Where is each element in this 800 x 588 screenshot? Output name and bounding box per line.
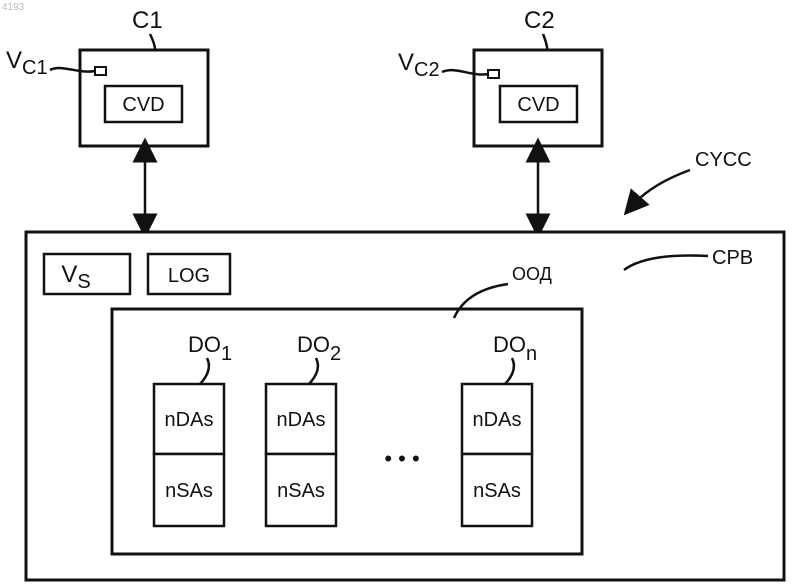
client-c2-cvd-label: CVD	[517, 94, 559, 116]
client-c1-cvd-label: CVD	[122, 94, 164, 116]
data-object-n-sas-label: nSAs	[473, 480, 521, 502]
system-label: CYCC	[695, 149, 752, 171]
server-version-main: V	[61, 261, 77, 288]
log-label: LOG	[168, 265, 210, 287]
object-store-label: ООД	[512, 264, 552, 284]
client-c2-version-icon	[488, 70, 499, 78]
data-object-n-das-label: nDAs	[473, 409, 522, 431]
data-object-2-sas-label: nSAs	[277, 480, 325, 502]
client-c1-version-sub: C1	[22, 57, 48, 79]
client-c1-version-icon	[95, 67, 106, 75]
client-c1-version-label: VC1	[6, 47, 48, 79]
client-c1-label: C1	[132, 7, 163, 34]
client-c2-label: C2	[524, 7, 555, 34]
data-object-1-sas-label: nSAs	[165, 480, 213, 502]
server-box-group: CPB VS LOG ООД DO1 nDAs nSAs DO2	[26, 232, 784, 580]
client-c2-version-sub: C2	[414, 59, 440, 81]
data-object-1-main: DO	[188, 332, 221, 357]
data-object-1-das-label: nDAs	[165, 409, 214, 431]
server-version-sub: S	[77, 271, 90, 293]
client-c1: C1 CVD VC1	[6, 7, 208, 146]
watermark-text: 4193	[2, 2, 25, 13]
server-label: CPB	[712, 247, 753, 269]
data-object-n-sub: n	[526, 343, 537, 365]
data-object-2-das-label: nDAs	[277, 409, 326, 431]
client-c1-version-main: V	[6, 47, 22, 74]
data-object-2-sub: 2	[330, 343, 341, 365]
data-object-2-main: DO	[297, 332, 330, 357]
system-label-arrow	[632, 170, 690, 206]
data-object-n-main: DO	[493, 332, 526, 357]
data-object-1-sub: 1	[221, 343, 232, 365]
client-c2-version-label: VC2	[398, 49, 440, 81]
client-c2: C2 CVD VC2	[398, 7, 602, 146]
client-c2-version-main: V	[398, 49, 414, 76]
ellipsis: • • •	[384, 446, 419, 471]
